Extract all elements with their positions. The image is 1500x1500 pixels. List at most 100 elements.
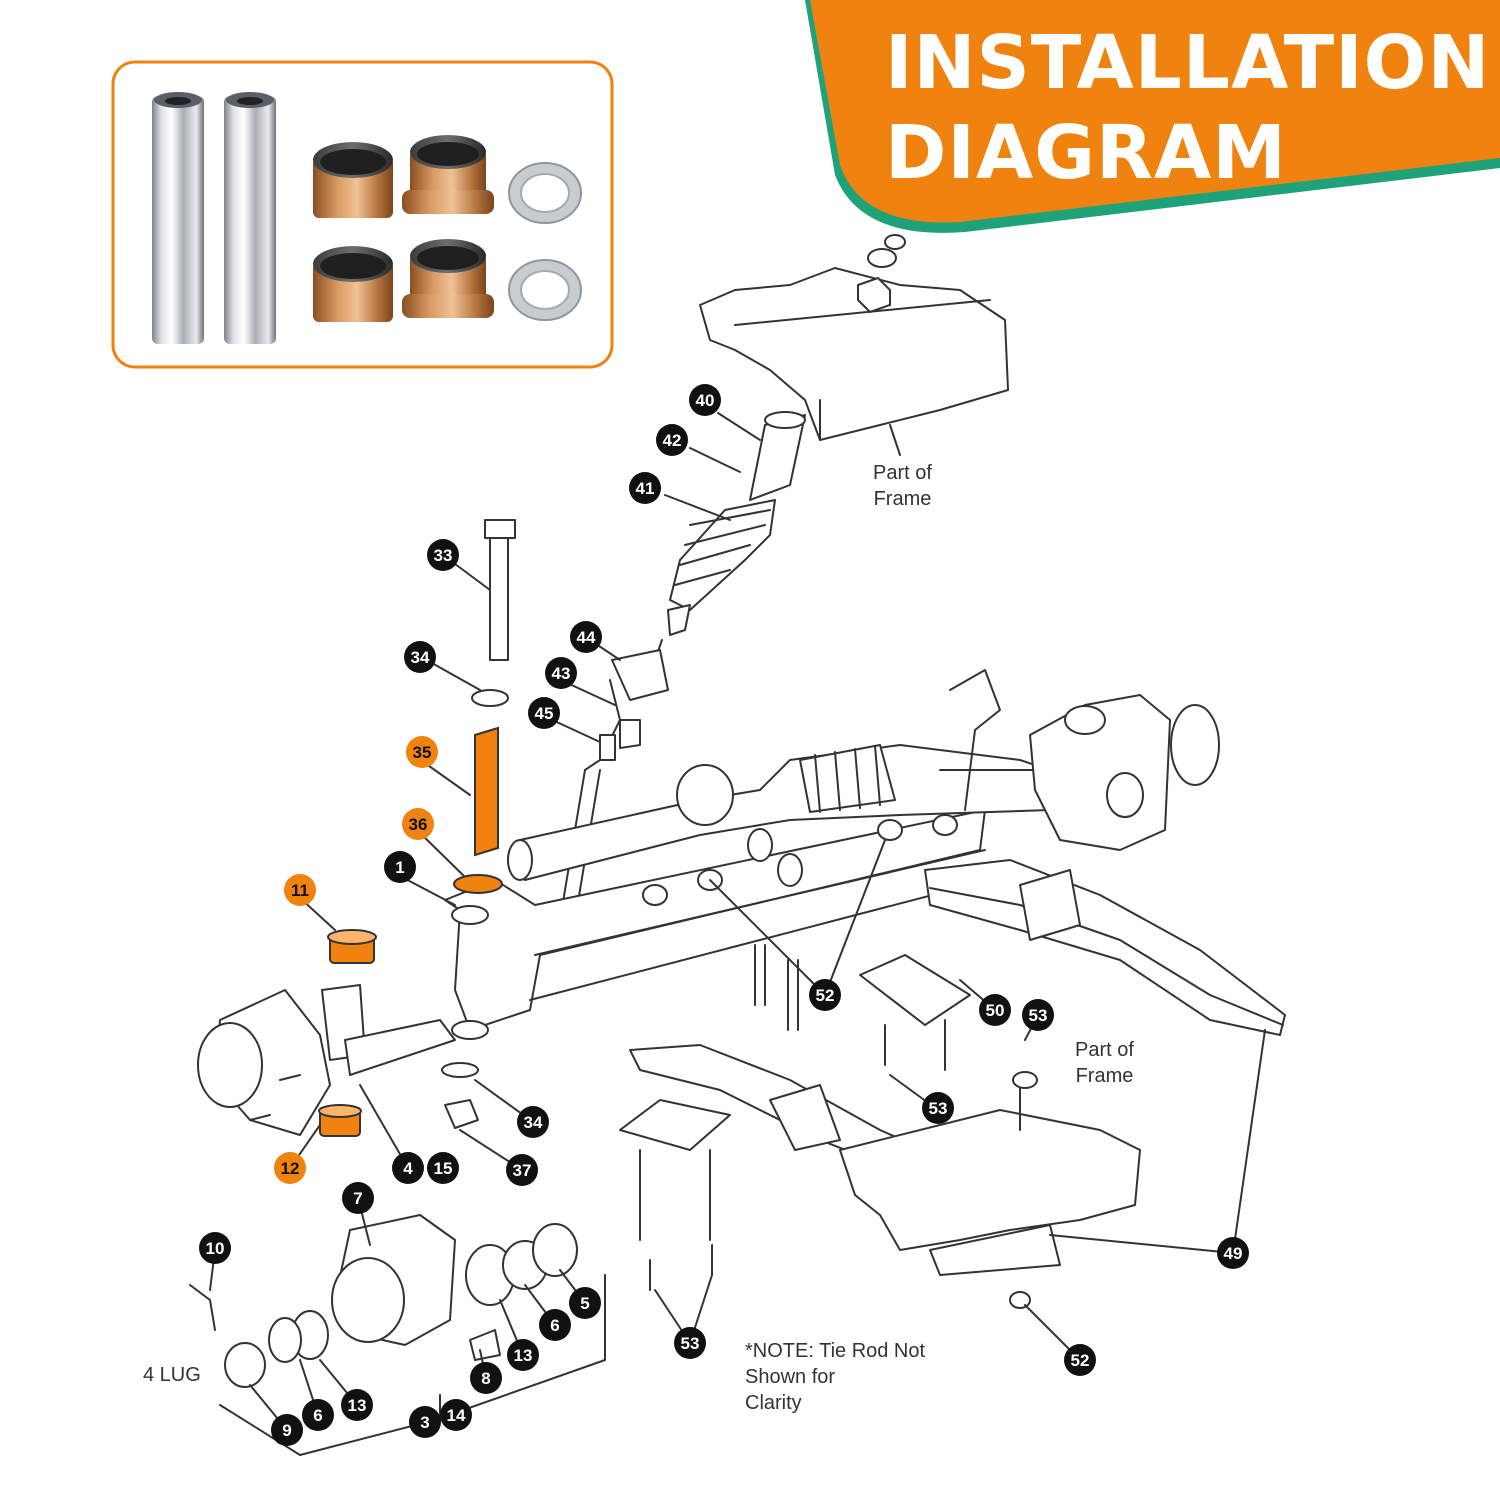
callout-circle bbox=[517, 1106, 549, 1138]
callout-number: 12 bbox=[281, 1159, 300, 1178]
callout-number: 15 bbox=[434, 1159, 453, 1178]
product-inset bbox=[111, 60, 614, 369]
callout-circle bbox=[409, 1406, 441, 1438]
callout-6: 6 bbox=[539, 1309, 571, 1341]
callout-37: 37 bbox=[506, 1154, 538, 1186]
callout-number: 13 bbox=[514, 1346, 533, 1365]
callout-number: 41 bbox=[636, 479, 655, 498]
callout-number: 50 bbox=[986, 1001, 1005, 1020]
callout-number: 7 bbox=[353, 1189, 362, 1208]
callout-circle bbox=[392, 1152, 424, 1184]
callout-42: 42 bbox=[656, 424, 688, 456]
callout-number: 52 bbox=[1071, 1351, 1090, 1370]
callout-circle bbox=[689, 384, 721, 416]
callout-circle bbox=[674, 1327, 706, 1359]
callout-number: 35 bbox=[413, 743, 432, 762]
callout-44: 44 bbox=[570, 621, 602, 653]
callout-circle bbox=[427, 1152, 459, 1184]
callout-circle bbox=[922, 1092, 954, 1124]
callout-number: 8 bbox=[481, 1369, 490, 1388]
callout-circle bbox=[440, 1399, 472, 1431]
callout-circle bbox=[979, 994, 1011, 1026]
callout-circle bbox=[402, 808, 434, 840]
callout-7: 7 bbox=[342, 1182, 374, 1214]
callout-number: 1 bbox=[395, 858, 404, 877]
callout-circle bbox=[274, 1152, 306, 1184]
callout-circle bbox=[284, 874, 316, 906]
callout-35: 35 bbox=[406, 736, 438, 768]
bushing-image bbox=[313, 246, 393, 322]
callout-14: 14 bbox=[440, 1399, 472, 1431]
callout-number: 14 bbox=[447, 1406, 466, 1425]
callout-circle bbox=[1064, 1344, 1096, 1376]
bushing-11-part bbox=[327, 929, 377, 964]
callout-circle bbox=[302, 1399, 334, 1431]
bushing-12-part bbox=[318, 1104, 362, 1137]
callout-circle bbox=[1022, 999, 1054, 1031]
callout-number: 42 bbox=[663, 431, 682, 450]
callout-circle bbox=[545, 657, 577, 689]
callout-number: 34 bbox=[411, 648, 430, 667]
callout-number: 36 bbox=[409, 815, 428, 834]
callout-5: 5 bbox=[569, 1287, 601, 1319]
callout-circle bbox=[341, 1389, 373, 1421]
banner-title-line1: INSTALLATION bbox=[885, 20, 1491, 106]
callout-1: 1 bbox=[384, 851, 416, 883]
king-pin-35-part bbox=[474, 726, 499, 857]
callout-53: 53 bbox=[674, 1327, 706, 1359]
callout-number: 52 bbox=[816, 986, 835, 1005]
lug-label: 4 LUG bbox=[143, 1364, 201, 1386]
callout-circle bbox=[199, 1232, 231, 1264]
callout-number: 37 bbox=[513, 1161, 532, 1180]
callout-15: 15 bbox=[427, 1152, 459, 1184]
callout-10: 10 bbox=[199, 1232, 231, 1264]
callout-circle bbox=[809, 979, 841, 1011]
callout-4: 4 bbox=[392, 1152, 424, 1184]
callout-circle bbox=[569, 1287, 601, 1319]
callout-52: 52 bbox=[809, 979, 841, 1011]
callout-number: 6 bbox=[313, 1406, 322, 1425]
callout-33: 33 bbox=[427, 539, 459, 571]
king-pin-image bbox=[152, 92, 204, 344]
callout-number: 6 bbox=[550, 1316, 559, 1335]
banner-title-line2: DIAGRAM bbox=[885, 110, 1287, 196]
callout-34: 34 bbox=[517, 1106, 549, 1138]
callout-number: 44 bbox=[577, 628, 596, 647]
callout-circle bbox=[1217, 1237, 1249, 1269]
callout-45: 45 bbox=[528, 697, 560, 729]
callout-circle bbox=[406, 736, 438, 768]
frame-label-bottom: Part of Frame bbox=[1075, 1039, 1134, 1087]
callout-6: 6 bbox=[302, 1399, 334, 1431]
flanged-bushing-image bbox=[402, 239, 494, 318]
callout-13: 13 bbox=[341, 1389, 373, 1421]
callout-43: 43 bbox=[545, 657, 577, 689]
callout-number: 43 bbox=[552, 664, 571, 683]
callout-circle bbox=[570, 621, 602, 653]
callout-number: 53 bbox=[681, 1334, 700, 1353]
callout-circle bbox=[470, 1362, 502, 1394]
callout-number: 33 bbox=[434, 546, 453, 565]
king-pin-image bbox=[224, 92, 276, 344]
banner-title: INSTALLATION DIAGRAM bbox=[885, 18, 1490, 198]
suspension-line-art bbox=[189, 234, 1286, 1456]
callout-circle bbox=[271, 1414, 303, 1446]
callout-number: 34 bbox=[524, 1113, 543, 1132]
callout-34: 34 bbox=[404, 641, 436, 673]
callout-circle bbox=[528, 697, 560, 729]
callout-52: 52 bbox=[1064, 1344, 1096, 1376]
callout-41: 41 bbox=[629, 472, 661, 504]
callout-circle bbox=[427, 539, 459, 571]
callout-number: 49 bbox=[1224, 1244, 1243, 1263]
callout-circle bbox=[539, 1309, 571, 1341]
callout-circle bbox=[656, 424, 688, 456]
callout-number: 3 bbox=[420, 1413, 429, 1432]
callout-number: 53 bbox=[1029, 1006, 1048, 1025]
callout-circle bbox=[506, 1154, 538, 1186]
callout-number: 4 bbox=[403, 1159, 413, 1178]
callout-11: 11 bbox=[284, 874, 316, 906]
callout-number: 40 bbox=[696, 391, 715, 410]
callout-36: 36 bbox=[402, 808, 434, 840]
highlighted-parts bbox=[318, 726, 503, 1137]
bushing-image bbox=[313, 142, 393, 218]
